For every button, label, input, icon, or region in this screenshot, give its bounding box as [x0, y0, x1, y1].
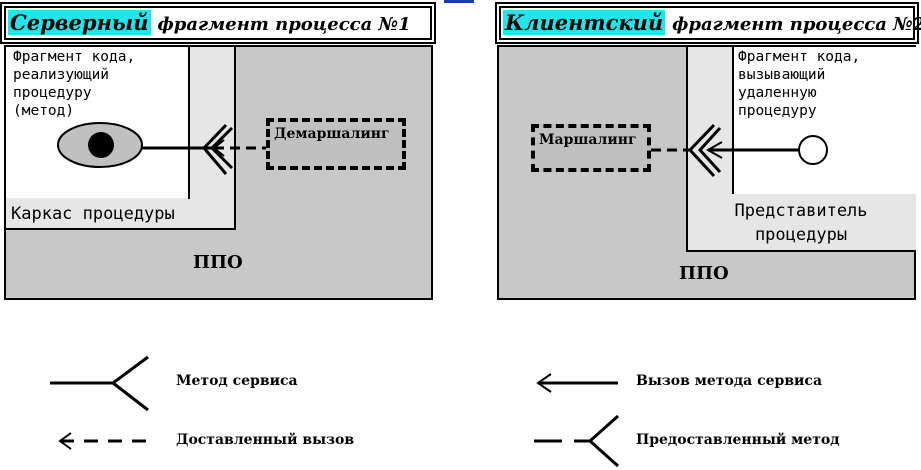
- client-stub-label: Представитель процедуры: [734, 201, 868, 245]
- top-accent-bar: [444, 0, 474, 3]
- legend-service-method-call-symbol: [536, 373, 618, 393]
- client-ppo-label: ППО: [679, 263, 729, 284]
- server-title-rest: фрагмент процесса №1: [157, 14, 411, 35]
- server-title: Серверный фрагмент процесса №1: [0, 2, 436, 44]
- legend-delivered-call-symbol: [58, 432, 148, 450]
- legend-provided-method-label: Предоставленный метод: [636, 432, 840, 448]
- legend-service-method-symbol: [50, 355, 149, 412]
- marshalling-box: Маршалинг: [531, 124, 651, 172]
- server-method-fork: [188, 123, 234, 175]
- legend-delivered-call-label: Доставленный вызов: [176, 432, 355, 448]
- client-call-circle: [798, 135, 828, 165]
- client-title: Клиентский фрагмент процесса №2: [495, 2, 921, 44]
- server-title-highlight: Серверный: [8, 10, 151, 35]
- client-title-highlight: Клиентский: [503, 10, 666, 35]
- legend-provided-method-symbol: [534, 414, 619, 468]
- server-ppo-label: ППО: [193, 252, 243, 273]
- server-code-fragment-text: Фрагмент кода, реализующий процедуру (ме…: [13, 49, 136, 119]
- legend-service-method-call-label: Вызов метода сервиса: [636, 373, 823, 389]
- server-skeleton-label: Каркас процедуры: [11, 204, 175, 224]
- server-method-dot: [88, 132, 114, 158]
- client-code-fragment-text: Фрагмент кода, вызывающий удаленную проц…: [738, 49, 861, 119]
- marshalling-label: Маршалинг: [539, 132, 637, 148]
- unmarshalling-box: Демаршалинг: [266, 118, 406, 170]
- client-code-box: [732, 47, 916, 194]
- legend-service-method-label: Метод сервиса: [176, 373, 298, 389]
- unmarshalling-label: Демаршалинг: [274, 126, 390, 142]
- client-title-rest: фрагмент процесса №2: [672, 14, 921, 35]
